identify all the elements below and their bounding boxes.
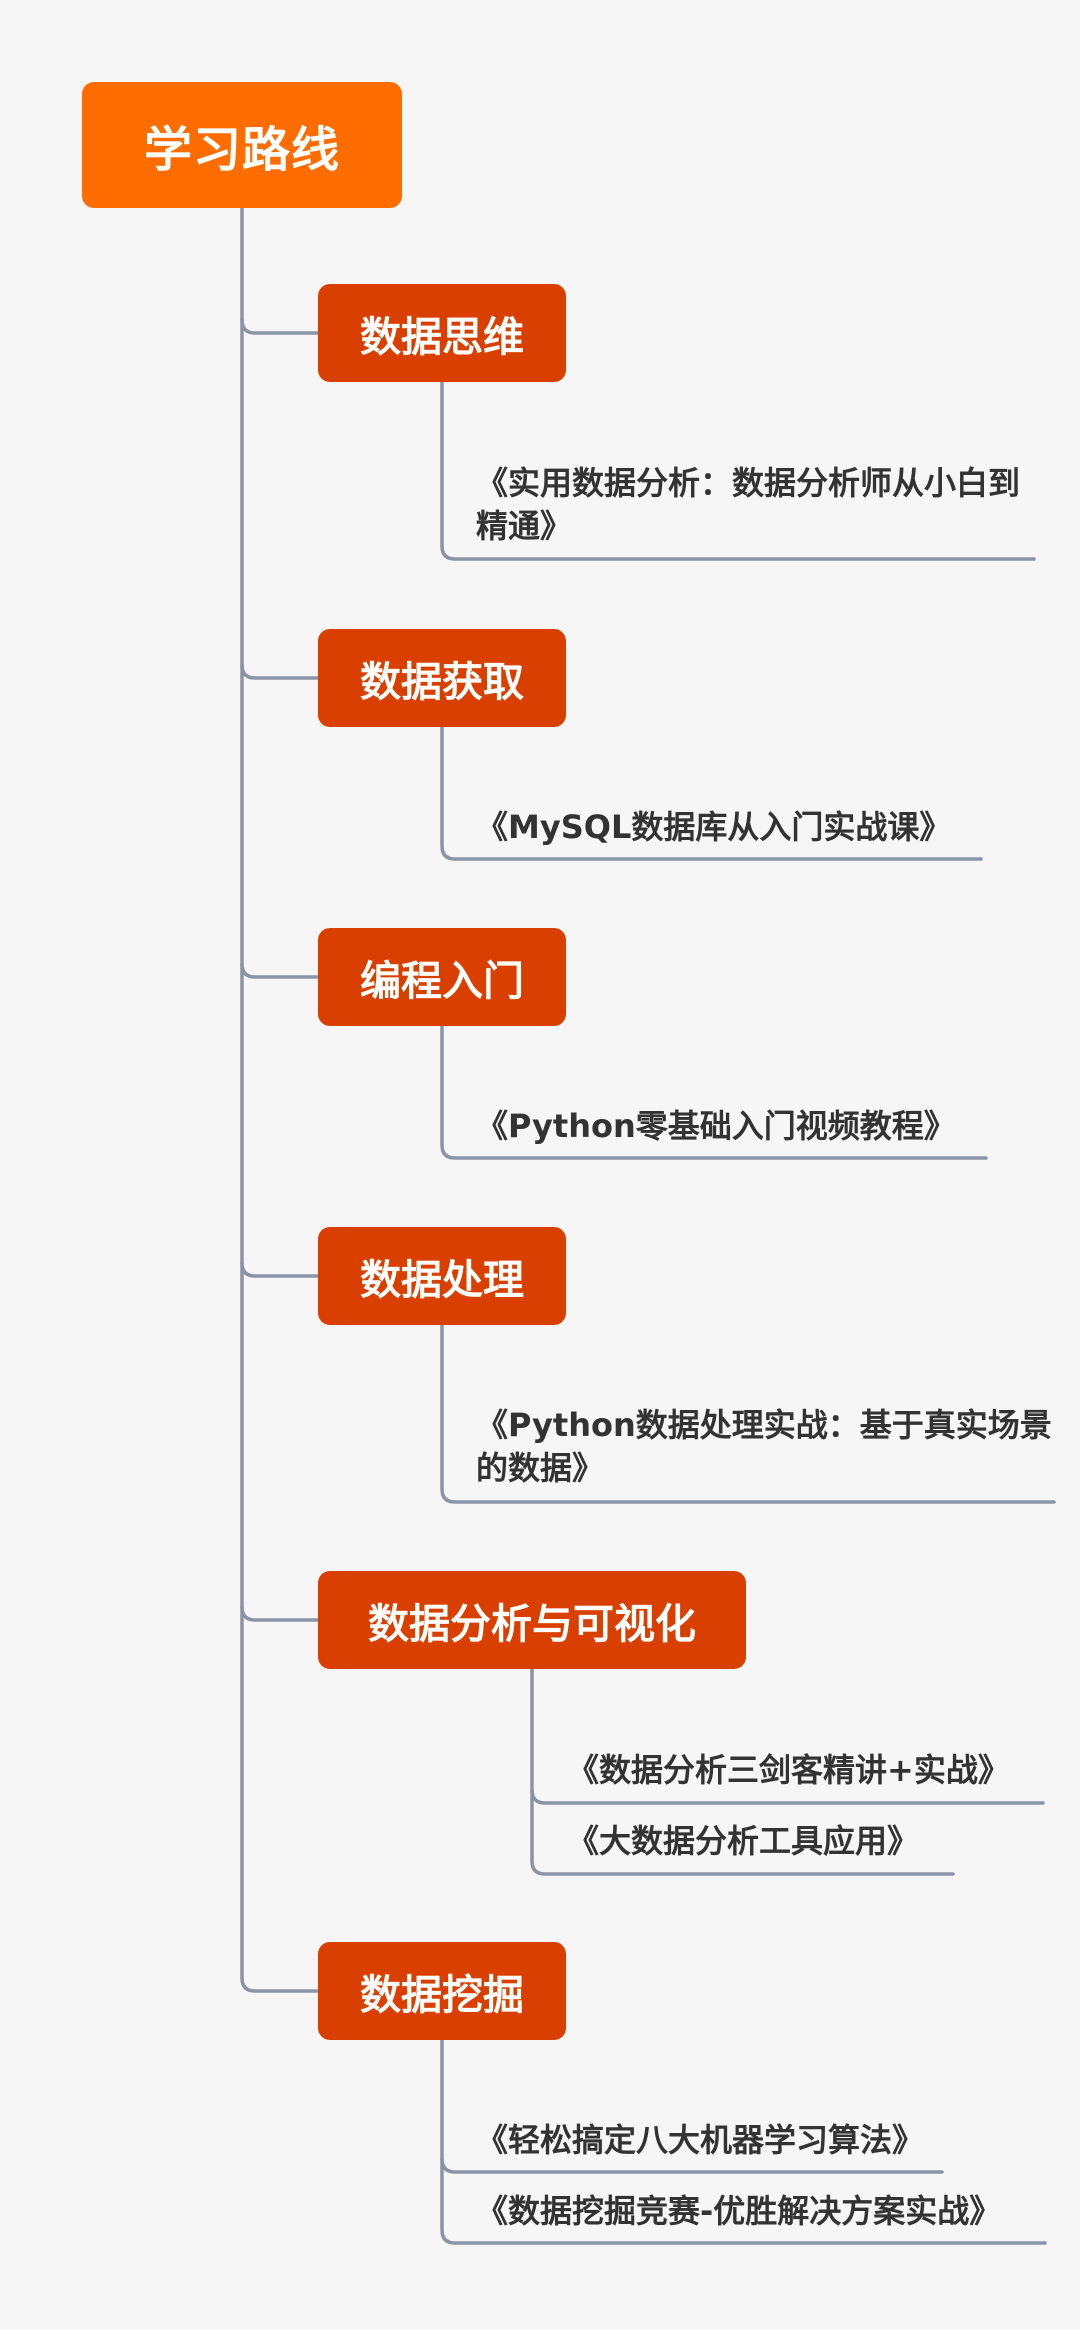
topic-node-analysis-visualization: 数据分析与可视化 [318, 1571, 746, 1669]
leaf-book-8: 《数据挖掘竞赛-优胜解决方案实战》 [476, 2192, 1002, 2230]
topic-node-data-thinking: 数据思维 [318, 284, 566, 382]
leaf-book-5: 《数据分析三剑客精讲+实战》 [567, 1751, 1010, 1789]
branch-line-3 [240, 962, 320, 979]
root-node: 学习路线 [82, 82, 402, 208]
topic-node-data-mining: 数据挖掘 [318, 1942, 566, 2040]
leaf-book-3: 《Python零基础入门视频教程》 [476, 1107, 956, 1145]
leaf-line-2 [440, 725, 983, 861]
leaf-book-4: 《Python数据处理实战：基于真实场景的数据》 [476, 1406, 1052, 1487]
leaf-line-8 [440, 2157, 1047, 2245]
branch-line-4 [240, 1261, 320, 1278]
topic-node-data-acquisition: 数据获取 [318, 629, 566, 727]
leaf-book-7: 《轻松搞定八大机器学习算法》 [476, 2121, 925, 2159]
leaf-line-4 [440, 1323, 1056, 1504]
leaf-line-3 [440, 1024, 988, 1160]
leaf-book-2: 《MySQL数据库从入门实战课》 [476, 808, 952, 846]
trunk-line [240, 206, 320, 1993]
branch-line-2 [240, 663, 320, 680]
leaf-book-1: 《实用数据分析：数据分析师从小白到精通》 [476, 464, 1021, 545]
branch-line-1 [240, 318, 320, 335]
topic-node-data-processing: 数据处理 [318, 1227, 566, 1325]
leaf-book-6: 《大数据分析工具应用》 [567, 1822, 920, 1860]
branch-line-5 [240, 1605, 320, 1622]
leaf-line-6 [530, 1788, 955, 1876]
topic-node-programming-intro: 编程入门 [318, 928, 566, 1026]
leaf-line-1 [440, 380, 1036, 561]
